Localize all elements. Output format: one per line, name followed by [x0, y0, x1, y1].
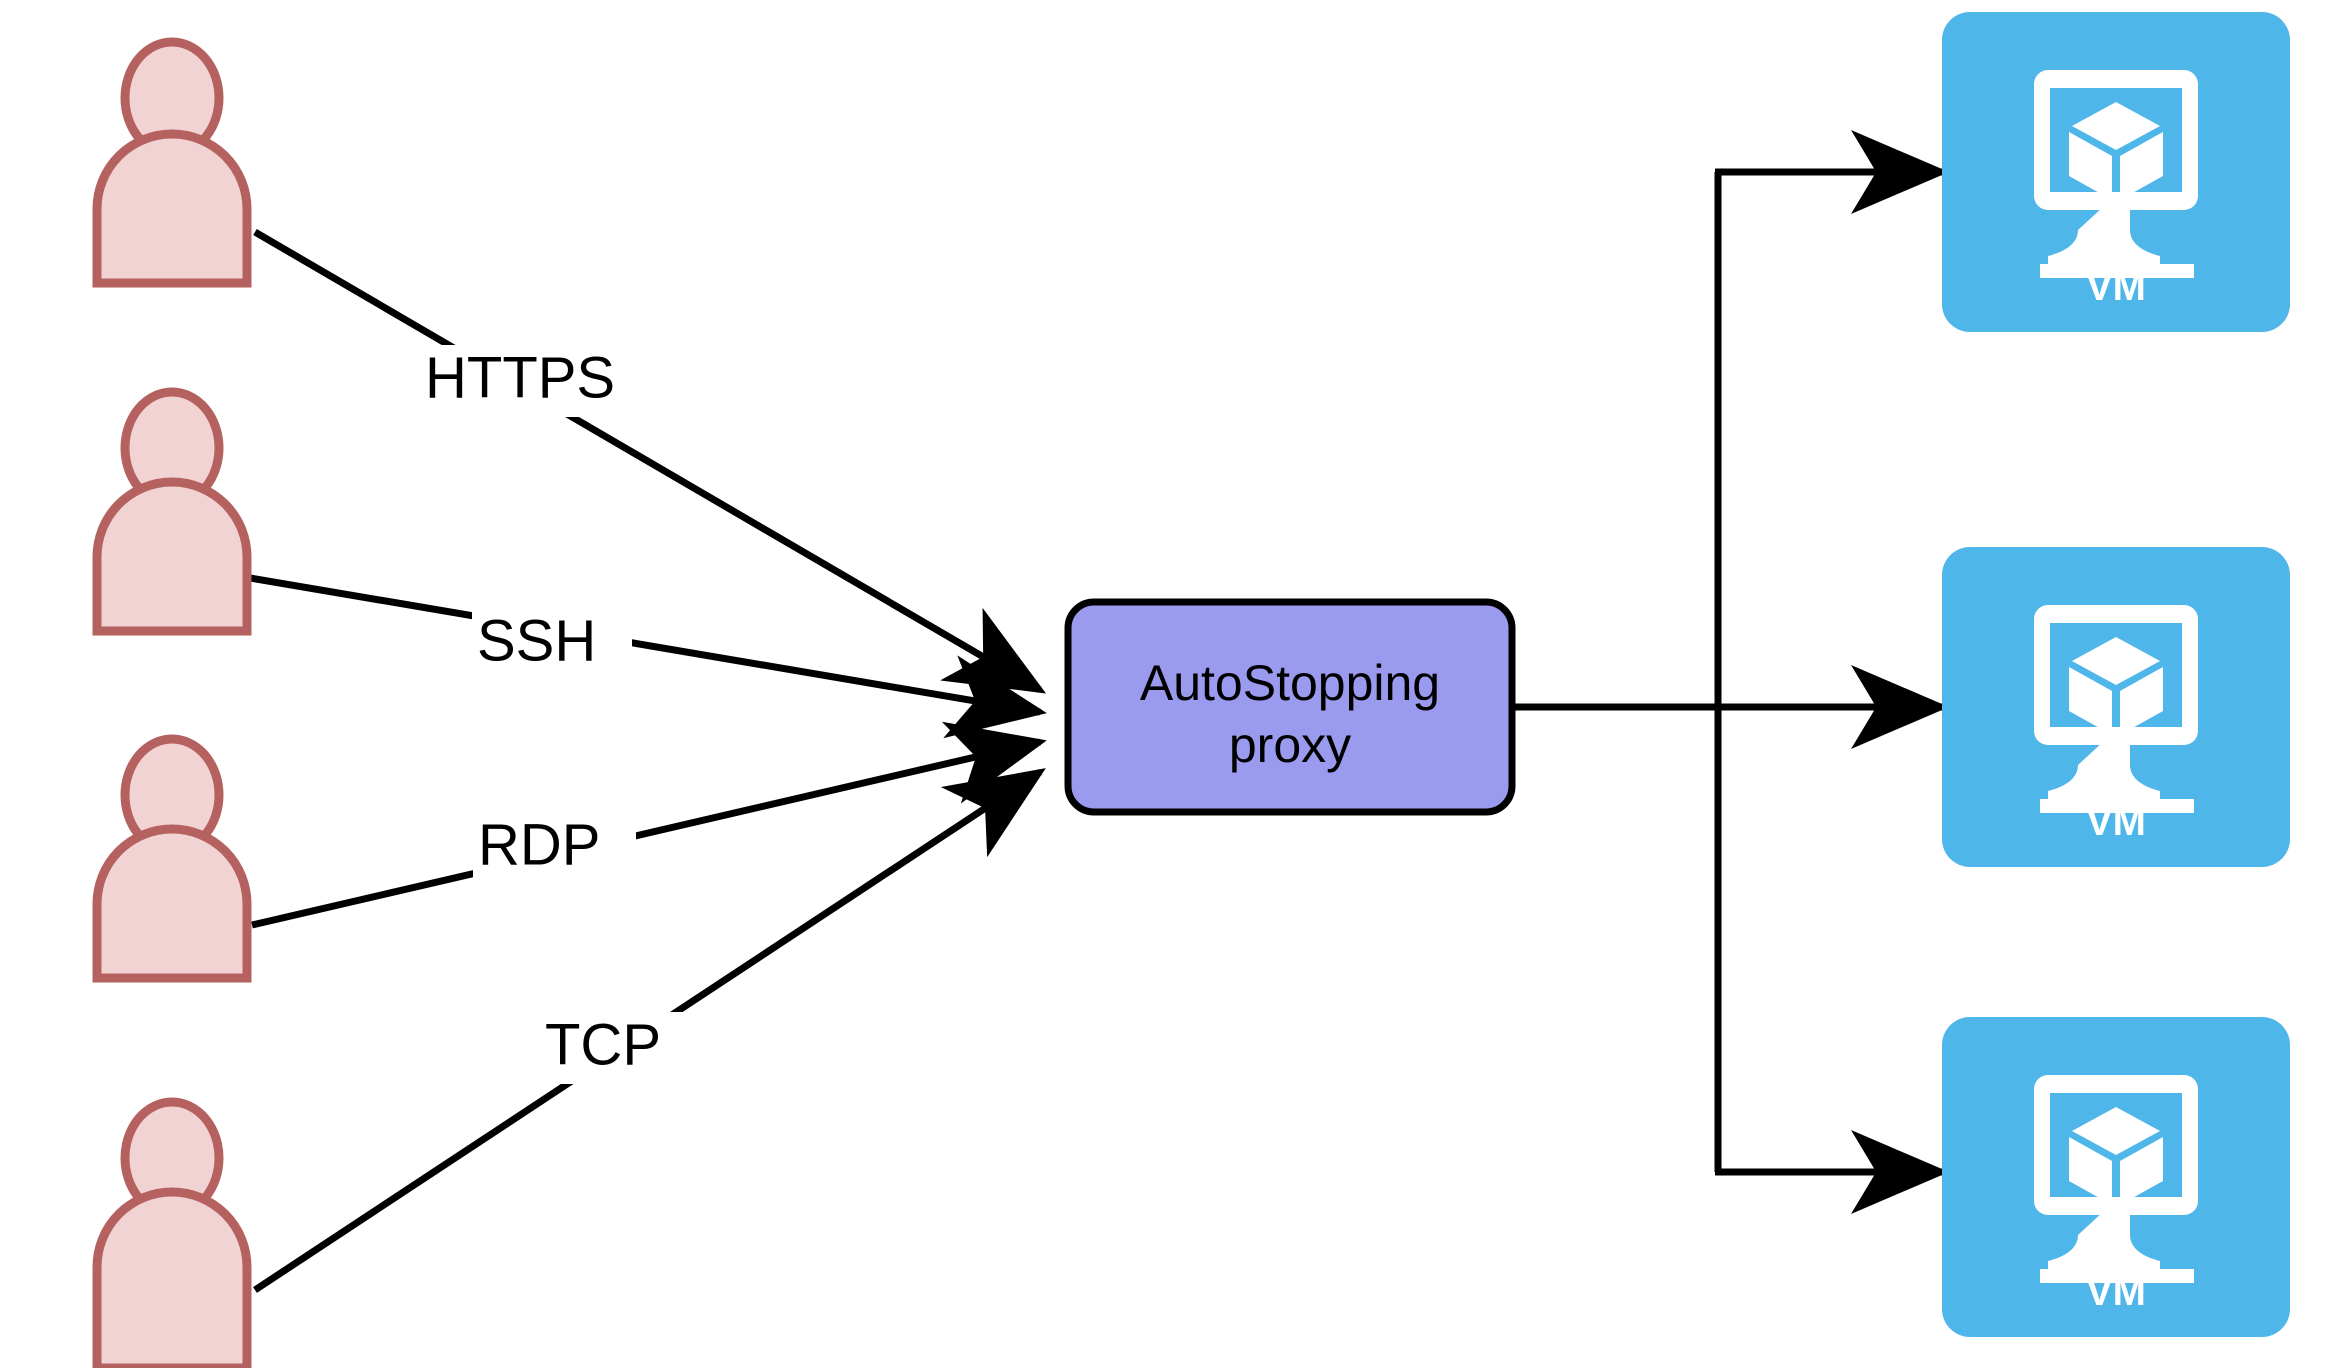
- edge-label-https: HTTPS: [420, 345, 650, 417]
- edge-user1-proxy: [253, 228, 1047, 694]
- proxy-label-line2: proxy: [1229, 717, 1351, 773]
- edge-label-https-text: HTTPS: [425, 345, 615, 410]
- label-mask: [420, 345, 650, 417]
- node-vm-top[interactable]: VM: [1942, 12, 2290, 332]
- proxy-label-line1: AutoStopping: [1140, 655, 1440, 711]
- label-mask: [540, 1012, 698, 1084]
- virtual-machine-monitor-cube-icon: [2034, 70, 2198, 278]
- vm-tile: [1942, 1017, 2290, 1337]
- label-mask: [472, 608, 632, 680]
- edge-label-tcp: TCP: [540, 1012, 698, 1084]
- vm-label: VM: [2086, 800, 2146, 844]
- virtual-machine-monitor-cube-icon: [2034, 605, 2198, 813]
- proxy-box: [1064, 598, 1516, 816]
- virtual-machine-monitor-cube-icon: [2034, 1075, 2198, 1283]
- user-body-icon: [92, 1187, 252, 1368]
- edge-label-ssh: SSH: [472, 608, 632, 680]
- user-body-icon: [92, 477, 252, 636]
- node-autostopping-proxy[interactable]: AutoStopping proxy: [1064, 598, 1516, 816]
- edge-label-rdp-text: RDP: [478, 812, 600, 877]
- user-body-icon: [92, 824, 252, 983]
- edge-user2-proxy: [249, 574, 1047, 739]
- vm-label: VM: [2086, 265, 2146, 309]
- actor-user-2[interactable]: [92, 387, 252, 636]
- actor-user-4[interactable]: [92, 1097, 252, 1368]
- vm-tile: [1942, 547, 2290, 867]
- label-mask: [473, 812, 636, 884]
- edge-user3-proxy: [251, 721, 1047, 929]
- vm-label: VM: [2086, 1270, 2146, 1314]
- edge-label-ssh-text: SSH: [477, 608, 596, 673]
- user-body-icon: [92, 129, 252, 288]
- node-vm-bottom[interactable]: VM: [1942, 1017, 2290, 1337]
- node-vm-middle[interactable]: VM: [1942, 547, 2290, 867]
- actor-user-1[interactable]: [92, 37, 252, 288]
- vm-tile: [1942, 12, 2290, 332]
- edge-label-rdp: RDP: [473, 812, 636, 884]
- actor-user-3[interactable]: [92, 734, 252, 983]
- edge-label-tcp-text: TCP: [545, 1012, 661, 1077]
